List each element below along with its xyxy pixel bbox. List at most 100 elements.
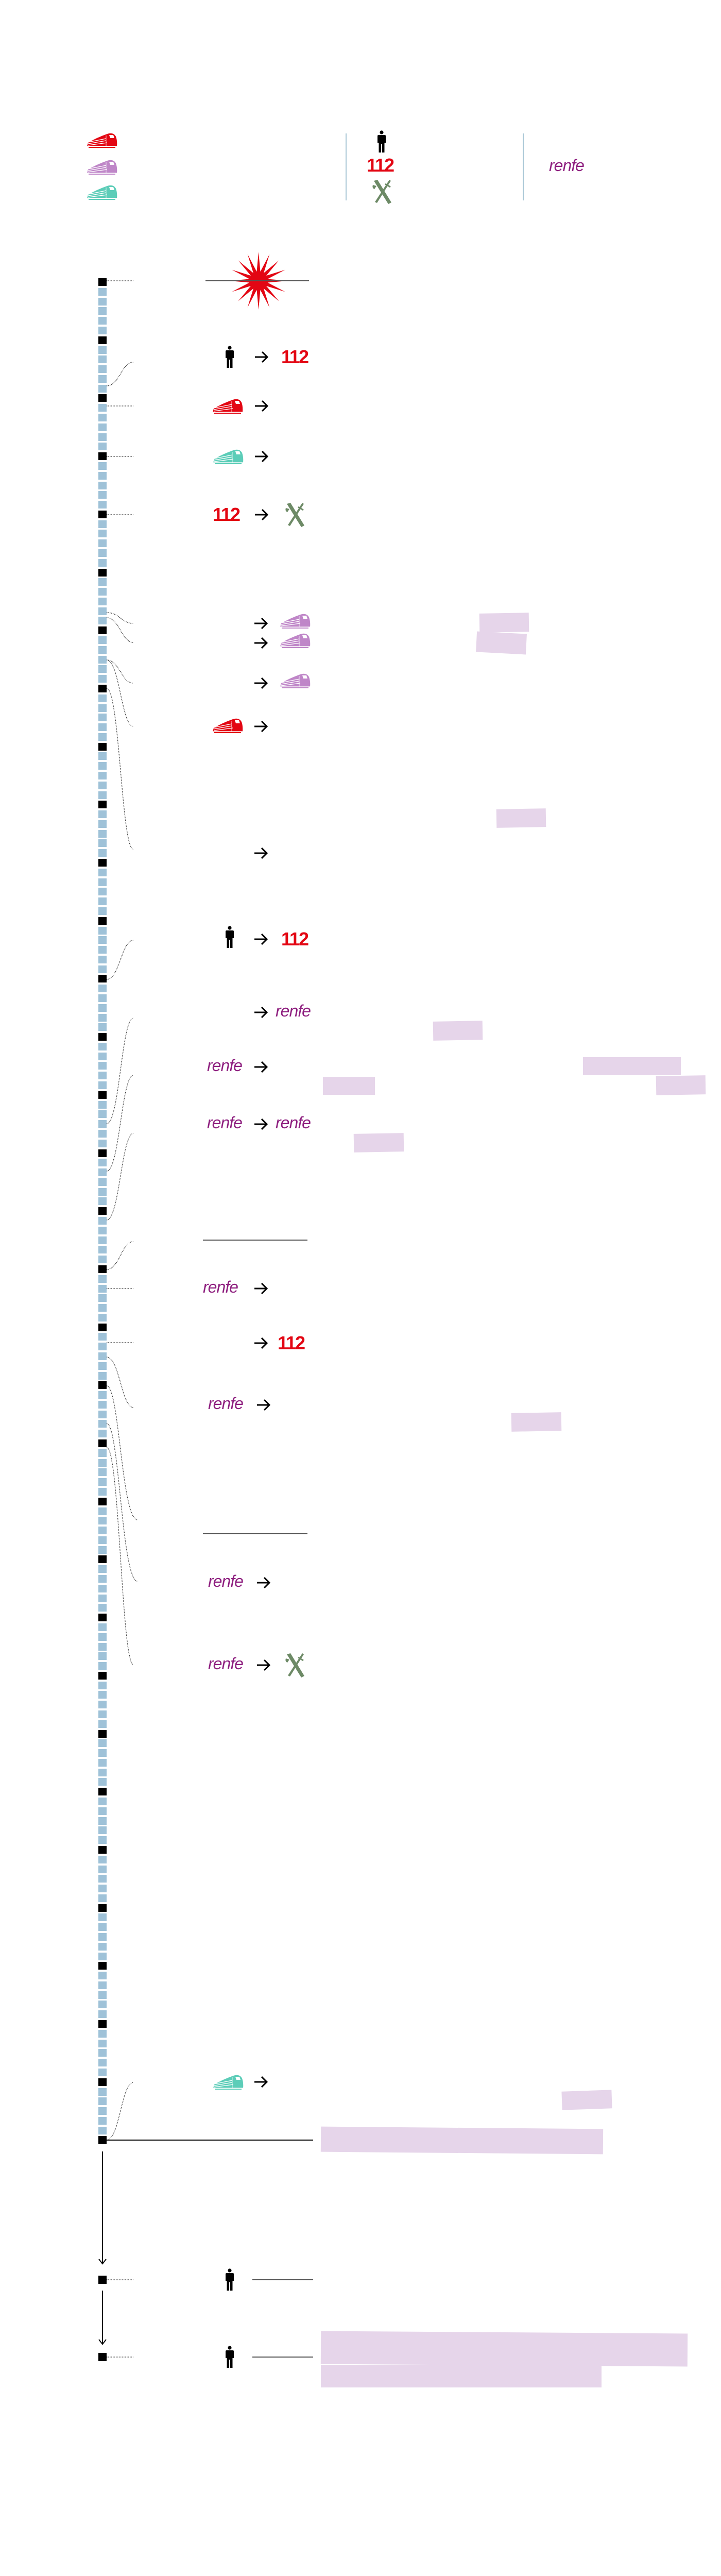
timeline-segment	[98, 2088, 107, 2096]
timeline-segment	[98, 1062, 107, 1070]
person-icon	[225, 2346, 234, 2368]
timeline-marker	[98, 1497, 107, 1505]
timeline-segment	[98, 1981, 107, 1989]
arrow-right-icon	[254, 847, 268, 859]
arrow-right-icon	[256, 1659, 271, 1671]
timeline-segment	[98, 1720, 107, 1728]
connector-curve	[106, 1133, 134, 1221]
arrow-right-icon	[256, 1399, 271, 1411]
timeline-segment	[98, 1352, 107, 1360]
renfe-logo: renfe	[207, 1056, 243, 1075]
timeline-segment	[98, 2010, 107, 2019]
timeline-segment	[98, 1536, 107, 1544]
timeline-segment	[98, 423, 107, 431]
timeline-segment	[98, 1129, 107, 1138]
timeline-segment	[98, 965, 107, 973]
connector-curve	[106, 659, 134, 727]
timeline-segment	[98, 1952, 107, 1960]
timeline-segment	[98, 1430, 107, 1438]
connector-curve	[106, 659, 134, 684]
arrow-right-icon	[254, 1006, 268, 1019]
timeline-marker	[98, 1439, 107, 1447]
timeline-segment	[98, 946, 107, 954]
connectors	[98, 252, 313, 2361]
timeline-segment	[98, 849, 107, 857]
timeline-segment	[98, 1855, 107, 1863]
timeline-segment	[98, 1778, 107, 1786]
timeline-segment	[98, 1110, 107, 1118]
timeline-segment	[98, 2049, 107, 2057]
timeline-marker	[98, 1323, 107, 1331]
timeline-segment	[98, 1042, 107, 1050]
highlight-box	[323, 1077, 375, 1095]
timeline-marker	[98, 1555, 107, 1564]
timeline-segment	[98, 1391, 107, 1399]
timeline-segment	[98, 810, 107, 819]
highlight-box	[583, 1057, 681, 1075]
timeline-segment	[98, 1120, 107, 1128]
timeline-segment	[98, 326, 107, 334]
timeline-segment	[98, 549, 107, 557]
highlight-box	[561, 2090, 612, 2110]
arrow-right-icon	[254, 617, 268, 630]
emergency-112-label: 112	[367, 155, 394, 176]
timeline-segment	[98, 1517, 107, 1525]
connector-curve	[106, 1075, 134, 1172]
timeline-segment	[98, 530, 107, 538]
timeline-segment	[98, 2097, 107, 2106]
highlight-box	[321, 2365, 602, 2387]
timeline-segment	[98, 539, 107, 548]
timeline-segment	[98, 1807, 107, 1815]
timeline-segment	[98, 1584, 107, 1592]
timeline-segment	[98, 955, 107, 963]
timeline-segment	[98, 1168, 107, 1177]
timeline-marker	[98, 2078, 107, 2086]
timeline-segment	[98, 597, 107, 605]
timeline-segment	[98, 1487, 107, 1496]
timeline-segment	[98, 1100, 107, 1109]
timeline-segment	[98, 607, 107, 615]
timeline-segment	[98, 404, 107, 412]
timeline-marker	[98, 917, 107, 925]
timeline-marker	[98, 336, 107, 344]
timeline-marker	[98, 278, 107, 286]
timeline-segment	[98, 1256, 107, 1264]
timeline-segment	[98, 694, 107, 702]
timeline-segment	[98, 2039, 107, 2047]
timeline-segment	[98, 1004, 107, 1012]
connector-curve	[106, 1423, 138, 1582]
timeline-segment	[98, 772, 107, 779]
arrow-right-icon	[254, 933, 268, 945]
timeline-marker	[98, 975, 107, 983]
highlight-box	[511, 1412, 562, 1432]
timeline-segment	[98, 781, 107, 789]
highlight-box	[320, 2331, 688, 2367]
timeline-segment	[98, 317, 107, 325]
highlight-box	[476, 631, 527, 655]
timeline-marker	[98, 1381, 107, 1389]
timeline-segment	[98, 1875, 107, 1883]
timeline-segment	[98, 1275, 107, 1283]
timeline-segment	[98, 839, 107, 848]
highlight-box	[353, 1133, 404, 1153]
timeline-segment	[98, 1478, 107, 1486]
timeline-segment	[98, 2029, 107, 2038]
timeline-segment	[98, 878, 107, 886]
teal-train-icon	[213, 449, 244, 464]
timeline-segment	[98, 1865, 107, 1873]
timeline-segment	[98, 868, 107, 876]
renfe-logo: renfe	[207, 1113, 243, 1132]
person-icon	[225, 926, 234, 948]
highlight-box	[433, 1021, 483, 1041]
timeline-segment	[98, 714, 107, 722]
timeline-marker	[98, 1845, 107, 1854]
arrow-right-icon	[254, 1118, 268, 1130]
renfe-logo: renfe	[208, 1654, 244, 1673]
section-separator	[203, 1240, 307, 1241]
arrow-right-icon	[256, 1577, 271, 1589]
timeline-marker	[98, 1033, 107, 1041]
timeline-segment	[98, 1081, 107, 1089]
emergency-112-label: 112	[281, 346, 309, 367]
connector-curve	[106, 688, 134, 850]
timeline-segment	[98, 1836, 107, 1844]
